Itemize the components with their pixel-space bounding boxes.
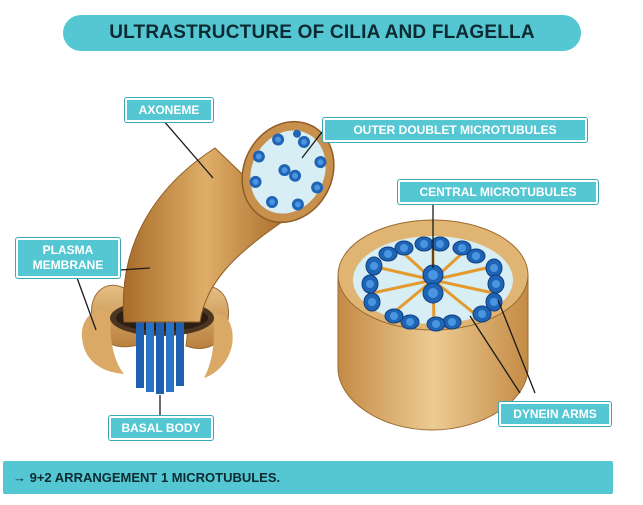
label-basal-body: BASAL BODY — [109, 416, 213, 440]
central-microtubules-pair — [422, 264, 444, 304]
leader-lines — [75, 119, 536, 415]
label-axoneme: AXONEME — [125, 98, 213, 122]
label-central-microtubules: CENTRAL MICROTUBULES — [398, 180, 598, 204]
outer-doublets — [361, 236, 505, 332]
note-bar: → 9+2 ARRANGEMENT 1 MICROTUBULES. — [3, 461, 613, 494]
label-dynein-arms: DYNEIN ARMS — [499, 402, 611, 426]
label-plasma-membrane: PLASMA MEMBRANE — [16, 238, 120, 278]
diagram-title: ULTRASTRUCTURE OF CILIA AND FLAGELLA — [63, 15, 581, 51]
label-outer-doublet-microtubules: OUTER DOUBLET MICROTUBULES — [323, 118, 587, 142]
basal-body — [136, 322, 184, 394]
radial-spokes — [367, 242, 499, 323]
